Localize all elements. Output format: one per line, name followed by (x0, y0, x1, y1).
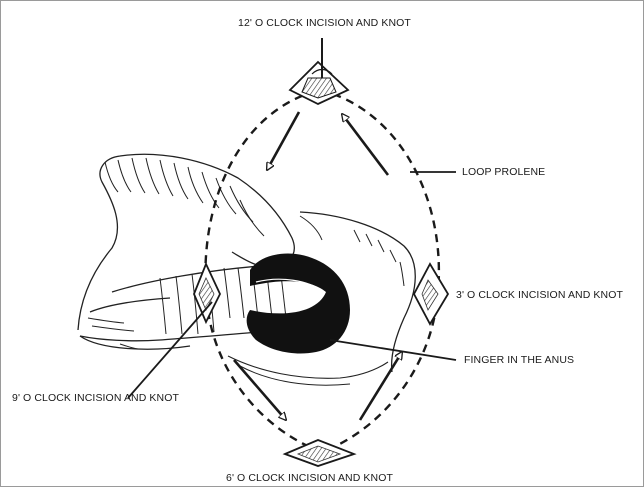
incision-6 (285, 440, 354, 466)
arrow-bottom-right (360, 352, 402, 420)
arrow-top-left (267, 112, 299, 170)
label-12-oclock: 12' O CLOCK INCISION AND KNOT (238, 17, 411, 29)
label-6-oclock: 6' O CLOCK INCISION AND KNOT (226, 472, 393, 484)
hand-illustration (78, 154, 415, 385)
leader-9 (128, 302, 212, 398)
incision-3 (414, 264, 448, 324)
leader-finger (330, 340, 456, 360)
label-3-oclock: 3' O CLOCK INCISION AND KNOT (456, 289, 623, 301)
label-finger-in-anus: FINGER IN THE ANUS (464, 354, 574, 366)
anal-opening (247, 254, 350, 354)
label-9-oclock: 9' O CLOCK INCISION AND KNOT (12, 392, 179, 404)
incision-12 (290, 38, 348, 104)
label-loop-prolene: LOOP PROLENE (462, 166, 545, 178)
